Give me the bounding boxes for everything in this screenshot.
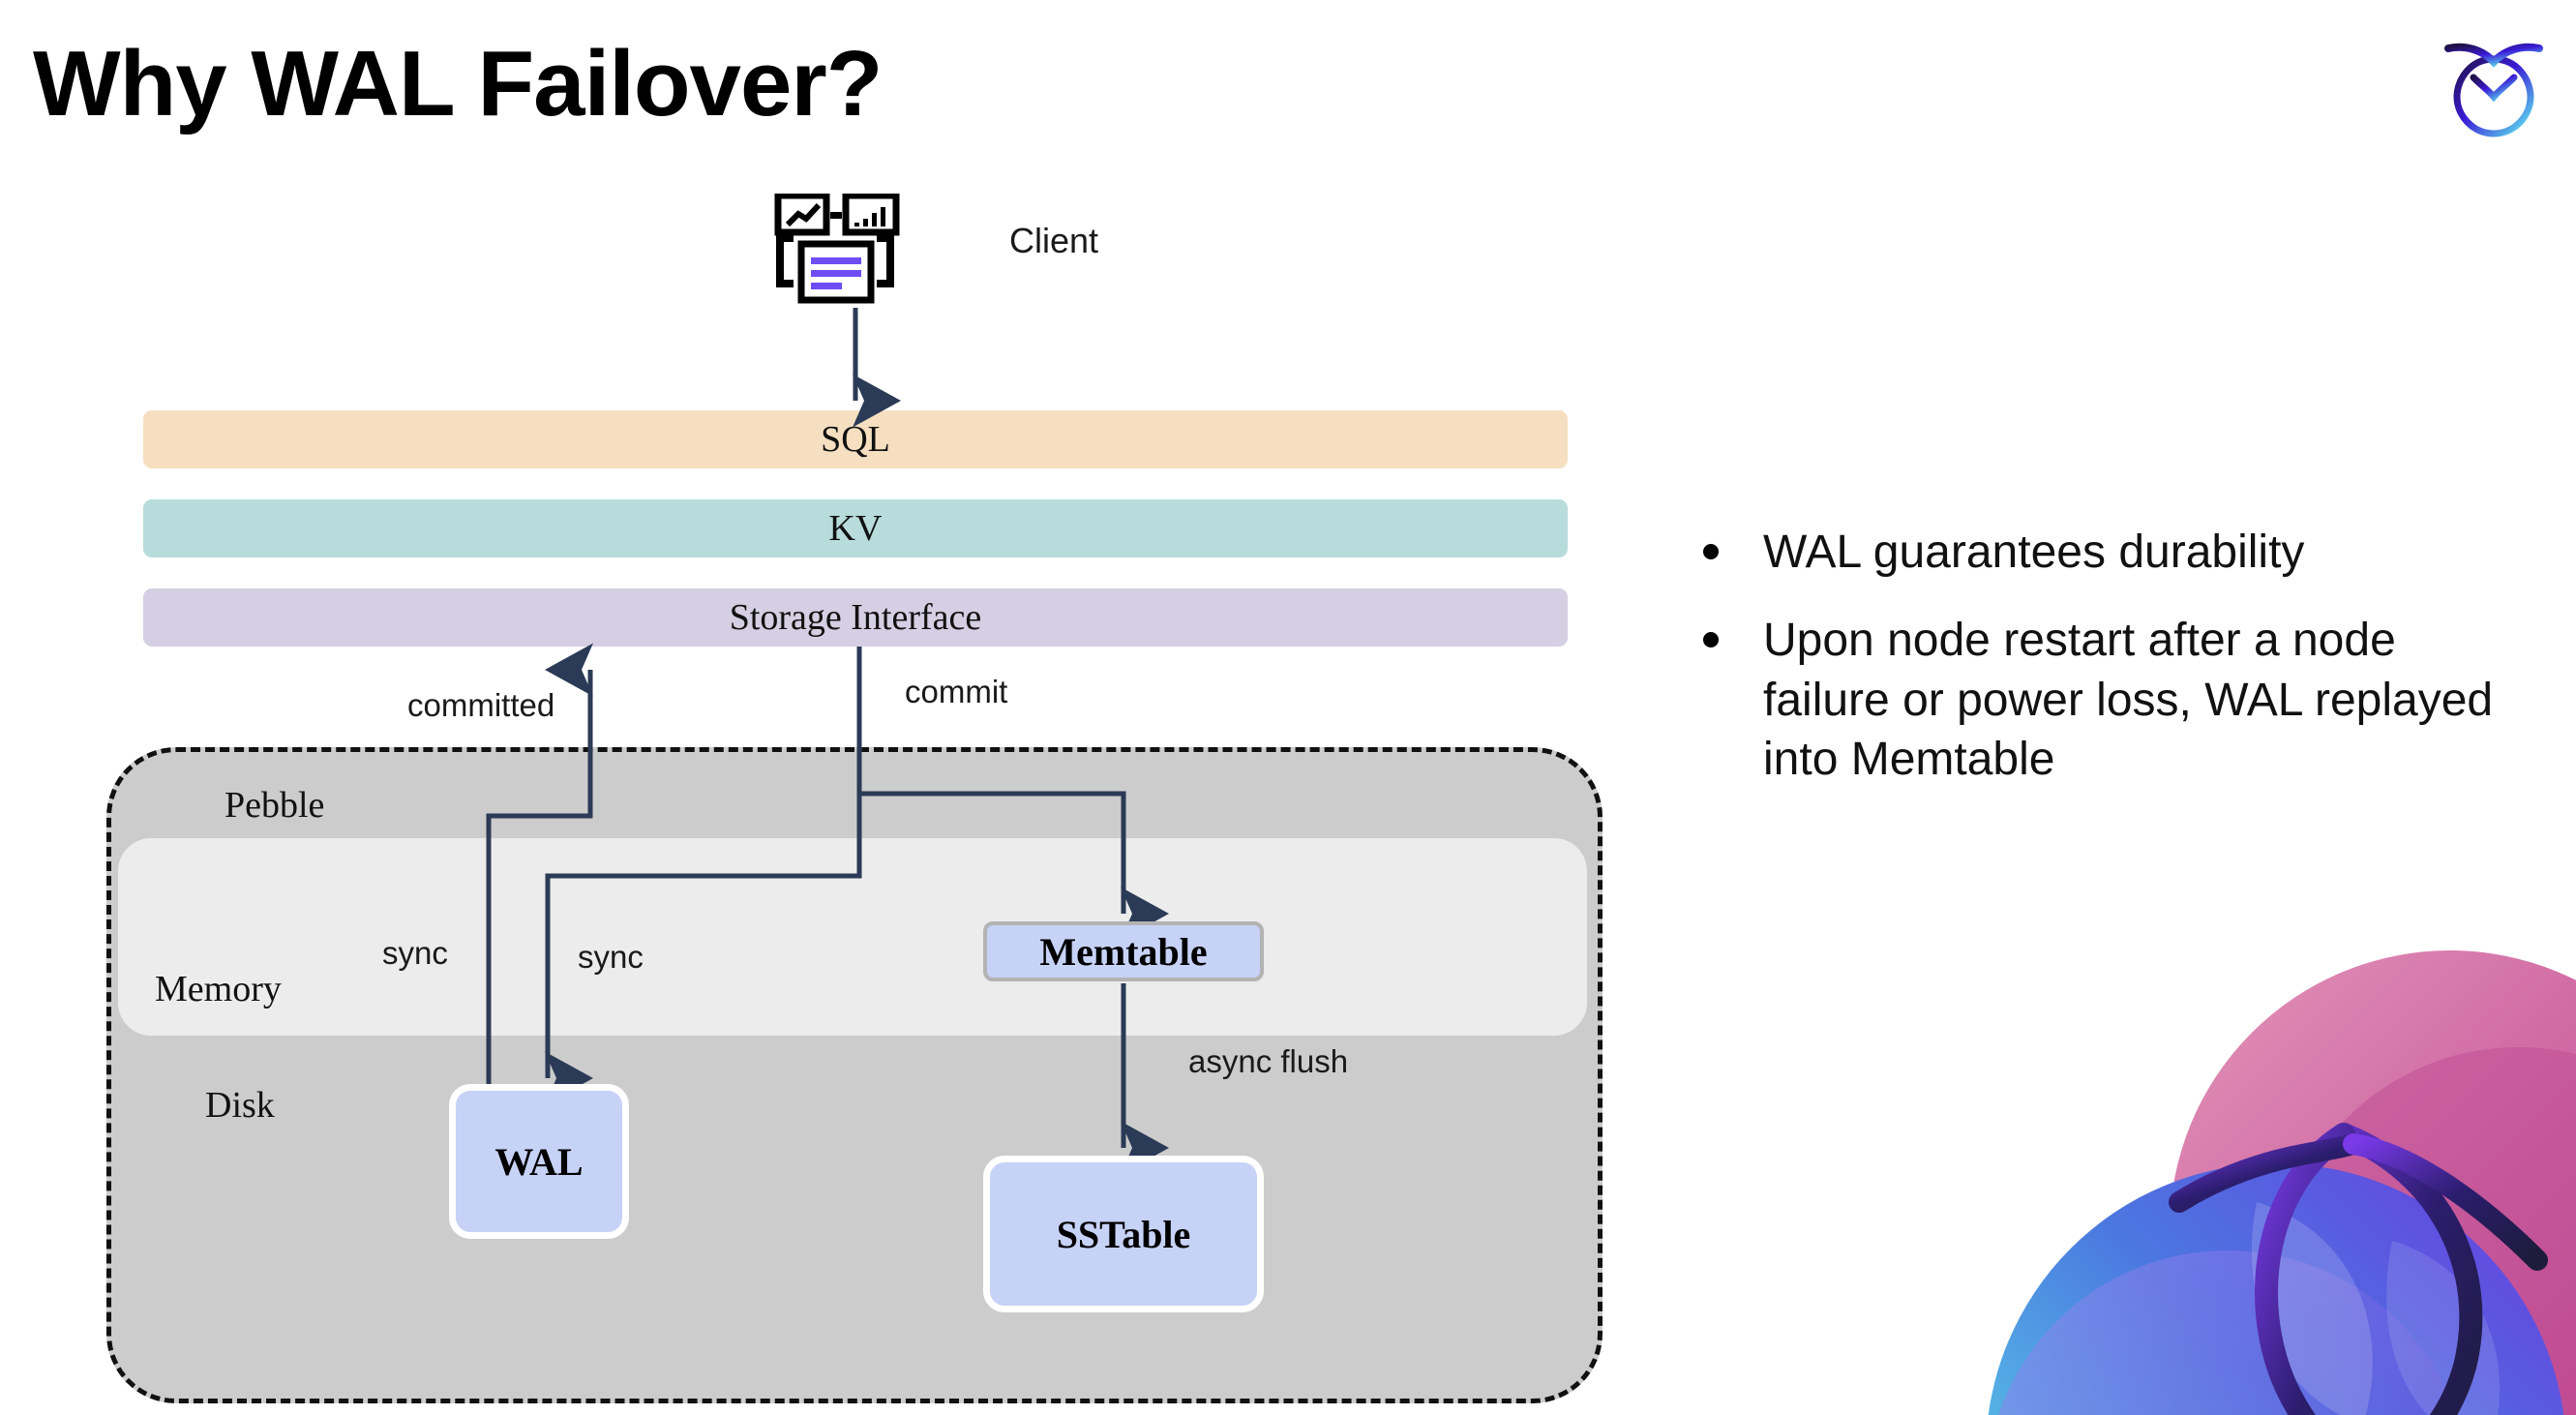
layer-label-kv: KV [828, 508, 883, 549]
bullet-dot-icon [1703, 544, 1719, 559]
client-label: Client [1009, 221, 1099, 260]
client-dashboard-icon [774, 192, 929, 319]
cockroachdb-orb-decoration [1937, 912, 2576, 1415]
edge-label-sync-left: sync [382, 935, 448, 971]
node-label-memtable: Memtable [1039, 929, 1208, 974]
edge-label-async-flush: async flush [1188, 1043, 1349, 1079]
layer-bar-kv: KV [143, 499, 1568, 557]
layer-bar-storage-interface: Storage Interface [143, 588, 1568, 647]
memory-band [118, 838, 1587, 1036]
list-item: WAL guarantees durability [1703, 523, 2516, 582]
edge-label-committed: committed [407, 687, 555, 723]
disk-label: Disk [205, 1085, 275, 1126]
bullet-text: WAL guarantees durability [1763, 527, 2305, 578]
architecture-diagram: Client SQL KV Storage Interface Pebble M… [106, 192, 1603, 1403]
memory-label: Memory [155, 969, 282, 1009]
node-sstable: SSTable [983, 1156, 1264, 1312]
edge-label-sync-right: sync [578, 939, 644, 975]
node-label-sstable: SSTable [1056, 1212, 1191, 1256]
list-item: Upon node restart after a node failure o… [1703, 611, 2516, 789]
cockroach-leaf-logo [2441, 27, 2547, 141]
bullet-dot-icon [1703, 632, 1719, 648]
layer-label-sql: SQL [821, 419, 890, 460]
page-title: Why WAL Failover? [33, 32, 883, 135]
bullet-text: Upon node restart after a node failure o… [1763, 615, 2494, 786]
bullet-list: WAL guarantees durability Upon node rest… [1703, 523, 2516, 819]
layer-label-storage-interface: Storage Interface [729, 597, 982, 638]
node-memtable: Memtable [983, 921, 1264, 981]
node-label-wal: WAL [494, 1139, 584, 1184]
pebble-label: Pebble [225, 785, 325, 826]
edge-label-commit: commit [905, 674, 1008, 709]
layer-bar-sql: SQL [143, 410, 1568, 468]
node-wal: WAL [449, 1084, 629, 1239]
